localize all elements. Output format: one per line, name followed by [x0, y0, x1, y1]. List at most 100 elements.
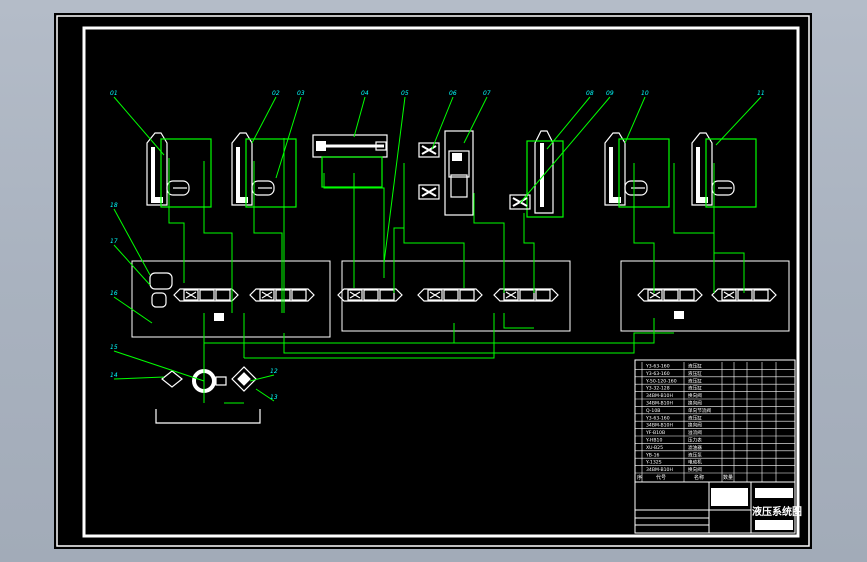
bom-code: YB-16	[645, 452, 660, 458]
bom-header-name: 名称	[694, 474, 704, 481]
bom-name: 液压缸	[688, 377, 702, 384]
throttle-valve-09	[509, 194, 531, 210]
pipe-12	[673, 163, 715, 293]
directional-valve-5	[493, 288, 559, 302]
directional-valve-4	[417, 288, 483, 302]
callout-18: 18	[110, 202, 118, 209]
pipe-17	[204, 323, 455, 344]
pipe-16	[244, 313, 495, 359]
leader-04	[353, 96, 366, 138]
leader-17	[113, 244, 151, 286]
check-valve-right	[674, 311, 684, 319]
callout-13: 13	[270, 394, 278, 401]
bom-name: 压力表	[688, 437, 702, 444]
leader-02	[251, 96, 277, 144]
cylinder-08	[526, 130, 564, 218]
pump-unit	[155, 366, 261, 424]
bom-code: Y-HB10	[645, 438, 662, 444]
pipe-13	[713, 163, 745, 293]
pipe-20	[503, 313, 534, 329]
cylinder-07	[444, 130, 474, 216]
pipe-1	[168, 158, 185, 283]
bom-table: Y3-63-160 液压缸 Y3-63-160 液压缸 Y-50-120-160 液压缸 Y…	[635, 362, 795, 482]
pipe-11	[633, 163, 655, 293]
bom-code: 34BM-B10H	[646, 393, 673, 399]
leader-07	[463, 96, 488, 144]
bom-name: 液压缸	[688, 414, 702, 421]
directional-valve-7	[711, 288, 777, 302]
callout-05: 05	[401, 90, 409, 97]
leader-08	[546, 96, 591, 150]
callout-15: 15	[110, 344, 118, 351]
check-valve-left	[214, 313, 224, 321]
leader-01	[113, 96, 165, 156]
pipe-19	[283, 332, 674, 354]
leader-06	[431, 96, 454, 150]
callout-14: 14	[110, 372, 118, 379]
callout-10: 10	[641, 90, 649, 97]
directional-valve-2	[249, 288, 315, 302]
callout-07: 07	[483, 90, 491, 97]
leader-05	[383, 96, 406, 264]
bom-code: XU-B25	[646, 445, 663, 451]
pipe-2	[203, 161, 233, 313]
pipe-10	[523, 213, 535, 293]
leader-15	[113, 350, 205, 382]
leader-09	[519, 96, 611, 204]
bom-header-code: 代号	[656, 474, 666, 481]
cylinder-02	[231, 132, 297, 208]
bom-name: 换向阀	[688, 466, 702, 473]
bom-name: 液压缸	[688, 363, 702, 370]
bom-code: Y3-63-160	[645, 371, 670, 377]
throttle-valve-06a	[418, 142, 440, 158]
bom-code: 34BM-B10H	[646, 423, 673, 429]
directional-valve-1	[173, 288, 239, 302]
bom-code: Q-10B	[646, 408, 660, 414]
valve-group-left	[131, 260, 331, 338]
bom-header-no: 序	[637, 474, 642, 481]
leaders-layer	[113, 96, 762, 404]
pipe-3	[253, 161, 283, 313]
leader-13	[255, 388, 275, 402]
bom-code: Y3-32-128	[645, 386, 670, 392]
inner-border	[82, 26, 800, 538]
bom-code: Y3-63-160	[645, 364, 670, 370]
bom-name: 液压缸	[688, 370, 702, 377]
valve-group-right	[620, 260, 790, 332]
leader-18	[113, 208, 151, 276]
bom-header-qty: 数量	[723, 474, 733, 481]
callout-06: 06	[449, 90, 457, 97]
pipe-18	[454, 318, 655, 344]
bom-name: 单向节流阀	[688, 407, 711, 414]
bom-code: Y-132S	[645, 460, 662, 466]
leader-03	[275, 96, 302, 179]
bom-code: 34BM-B10H	[646, 467, 673, 473]
title-block-title: 液压系统图	[752, 505, 802, 518]
bom-name: 溢流阀	[688, 429, 702, 436]
callout-03: 03	[297, 90, 305, 97]
leader-12	[249, 374, 275, 382]
callout-12: 12	[270, 368, 278, 375]
bom-name: 液压泵	[688, 451, 702, 458]
leader-14	[113, 376, 165, 380]
bom-name: 电动机	[688, 459, 702, 466]
callout-09: 09	[606, 90, 614, 97]
cylinder-04	[312, 134, 388, 188]
bom-name: 换向阀	[688, 422, 702, 429]
cylinder-11	[691, 132, 757, 208]
bom-name: 滤油器	[688, 444, 702, 451]
bom-code: Y-50-120-160	[645, 378, 677, 384]
bom-code: Y3-63-160	[645, 415, 670, 421]
directional-valve-6	[637, 288, 703, 302]
title-block: Y3-63-160 液压缸 Y3-63-160 液压缸 Y-50-120-160 液压缸 Y…	[634, 359, 802, 534]
bom-code: YF-B10B	[645, 430, 665, 436]
bom-name: 换向阀	[688, 392, 702, 399]
cylinder-10	[604, 132, 670, 208]
cylinder-01	[146, 132, 212, 208]
leader-11	[715, 96, 762, 146]
valve-group-center	[341, 260, 571, 332]
